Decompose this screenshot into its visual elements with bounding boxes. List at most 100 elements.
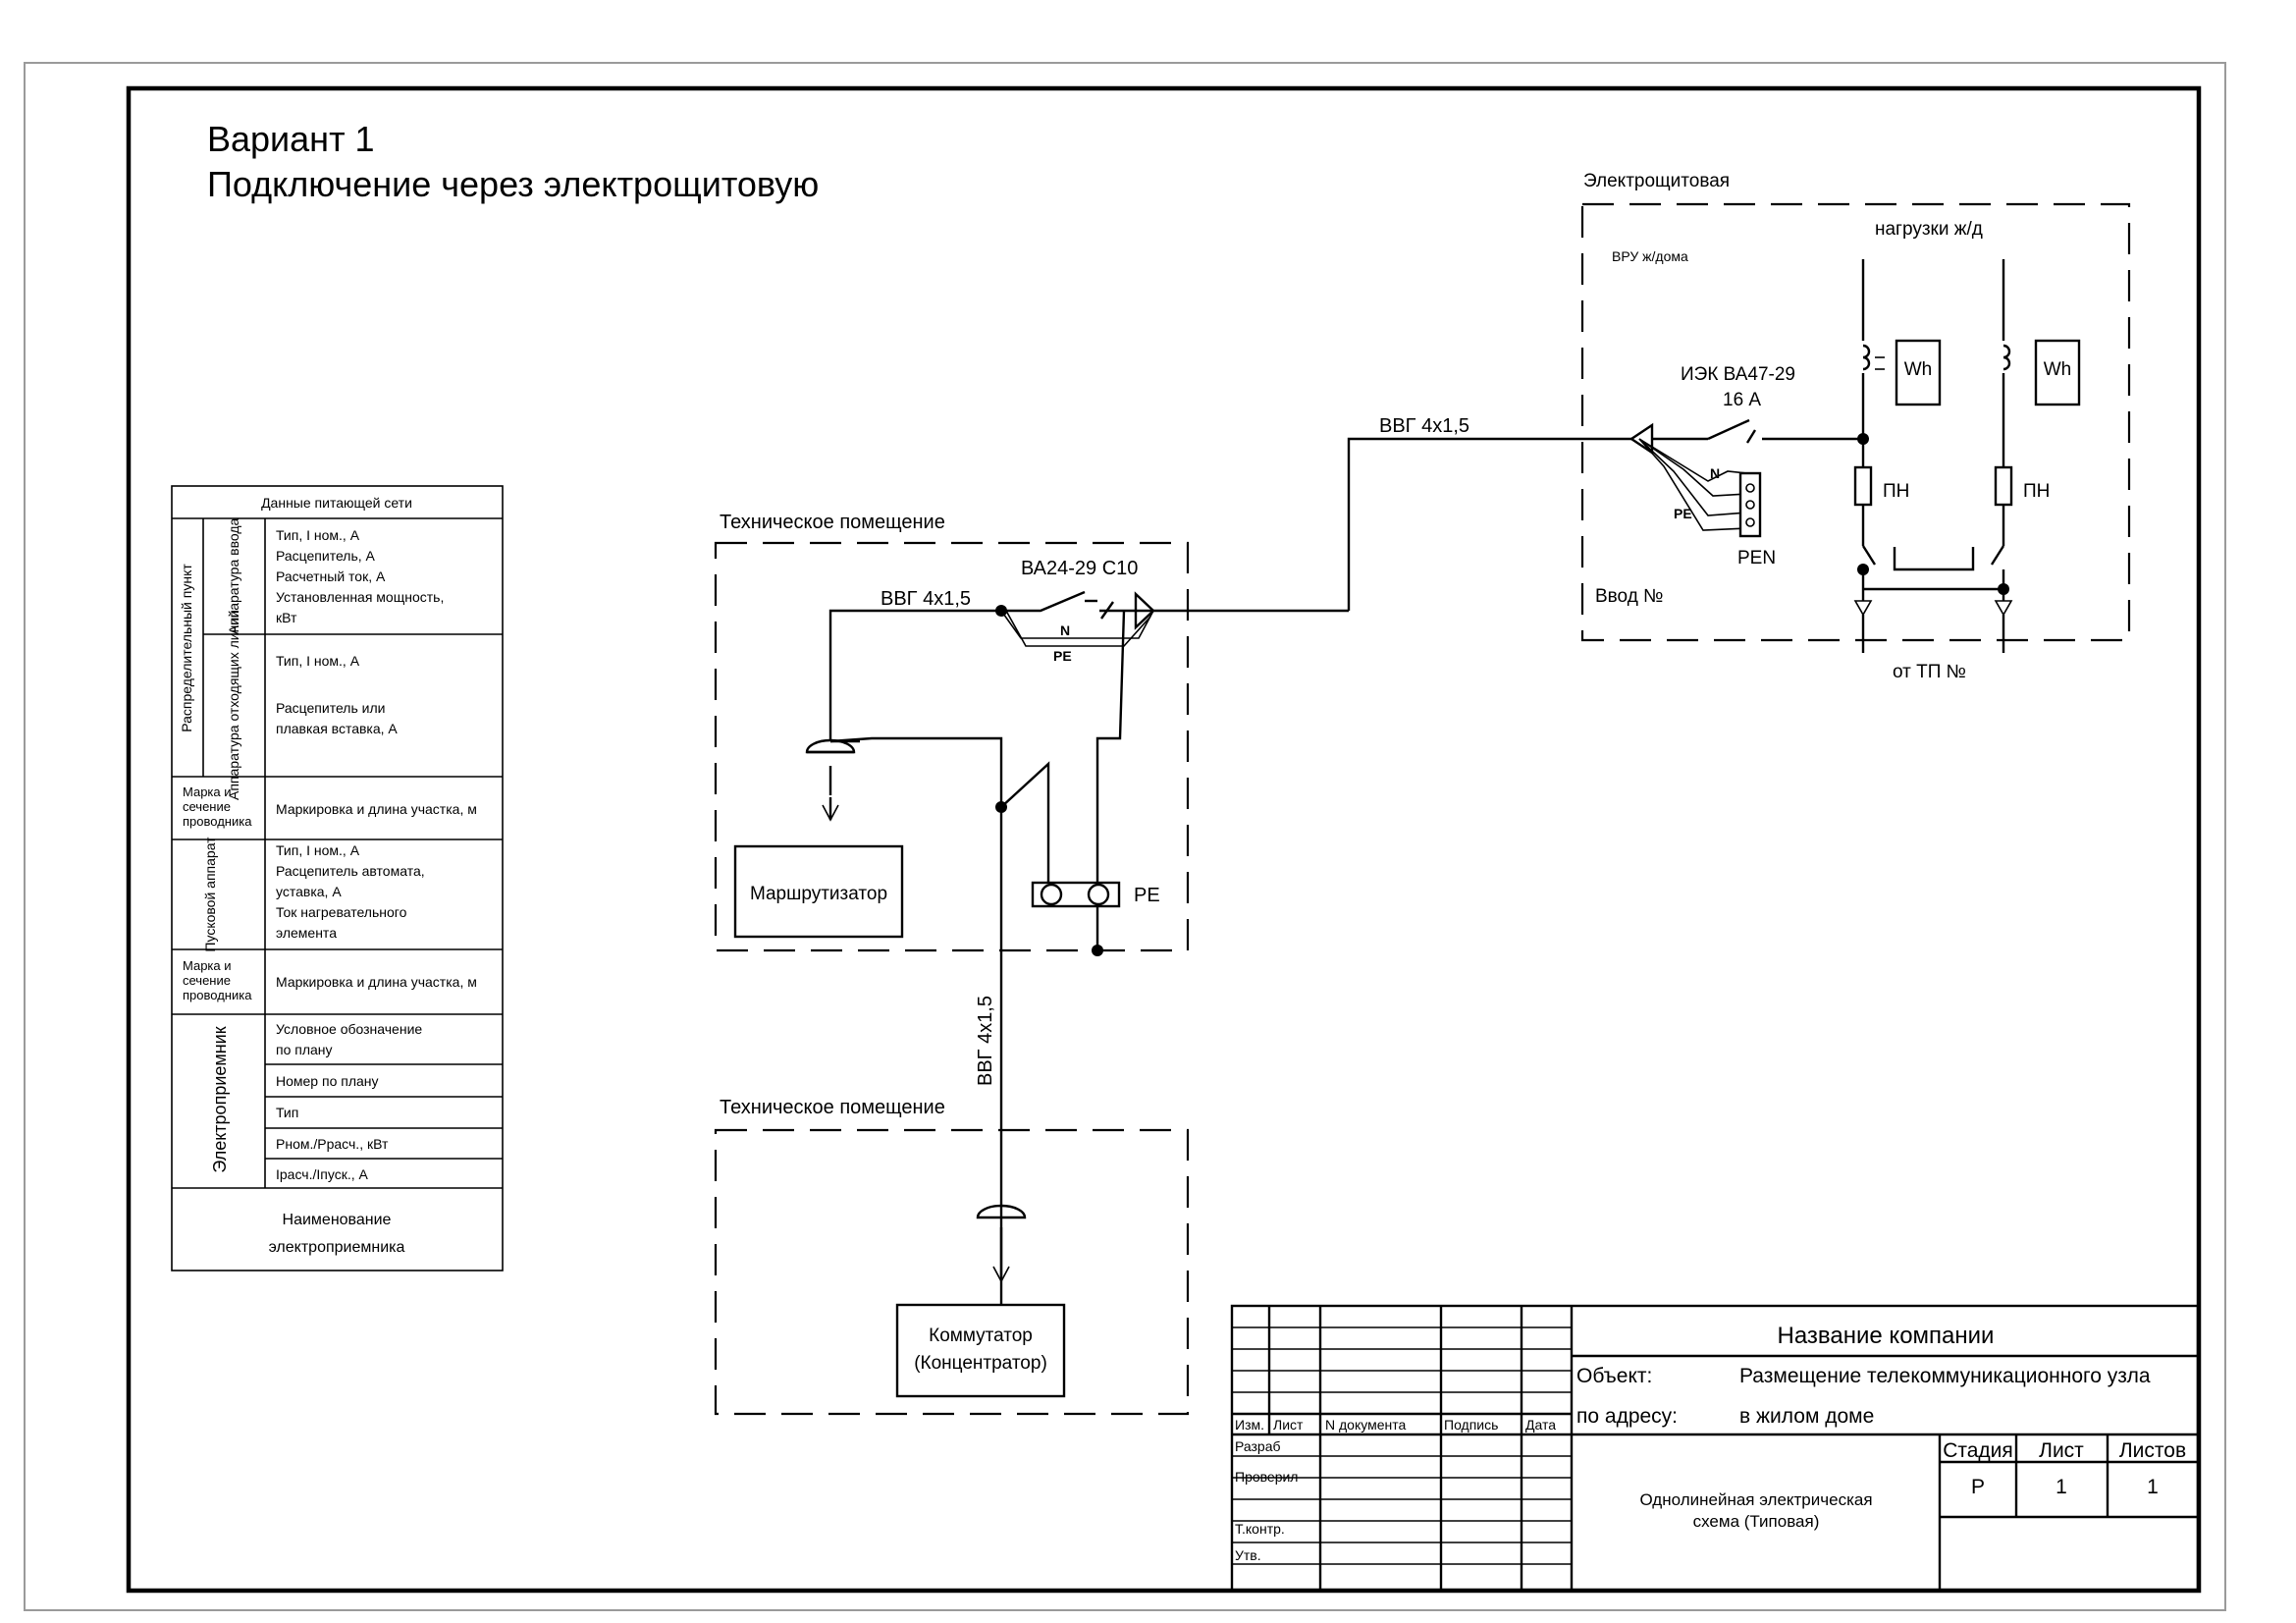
col-list: Лист bbox=[1273, 1417, 1304, 1433]
tech-room-2-label: Техническое помещение bbox=[720, 1097, 945, 1118]
from-tp-label: от ТП № bbox=[1893, 662, 1966, 682]
paper-border bbox=[24, 62, 2226, 1611]
group-outgoing-label: Аппаратура отходящих линий bbox=[226, 610, 241, 800]
svg-text:элемента: элемента bbox=[276, 925, 337, 941]
main-cable-label: ВВГ 4х1,5 bbox=[1379, 415, 1469, 437]
object-label: Объект: bbox=[1576, 1365, 1652, 1387]
loads-label: нагрузки ж/д bbox=[1875, 219, 1983, 240]
receiver-name-footer: Наименование электроприемника bbox=[269, 1212, 405, 1256]
cable-label-1: Марка и сечение проводника bbox=[183, 784, 252, 829]
drawing-title-2: схема (Типовая) bbox=[1693, 1512, 1820, 1531]
object-value: Размещение телекоммуникационного узла bbox=[1739, 1365, 2151, 1387]
pe-label-tech: PE bbox=[1053, 648, 1072, 664]
svg-text:Марка и: Марка и bbox=[183, 784, 232, 799]
group-rp-label: Распределительный пункт bbox=[179, 564, 194, 732]
svg-text:Марка и: Марка и bbox=[183, 958, 232, 973]
col-sign: Подпись bbox=[1444, 1417, 1498, 1433]
table-header: Данные питающей сети bbox=[261, 495, 412, 511]
drawing-frame bbox=[126, 85, 2202, 1594]
switch-label-2: (Концентратор) bbox=[914, 1353, 1047, 1374]
supply-data-table: Данные питающей сети Распределительный п… bbox=[171, 485, 504, 1271]
stage-header: Стадия bbox=[1943, 1439, 2013, 1462]
fuse-2 bbox=[1994, 465, 2013, 507]
svg-text:плавкая вставка, А: плавкая вставка, А bbox=[276, 721, 398, 736]
router-box bbox=[733, 844, 904, 939]
vertical-cable-label: ВВГ 4х1,5 bbox=[975, 996, 996, 1086]
vru-label: ВРУ ж/дома bbox=[1612, 248, 1688, 264]
cable-label-2: Марка и сечение проводника bbox=[183, 958, 252, 1002]
svg-text:проводника: проводника bbox=[183, 988, 252, 1002]
breaker-tech-label: ВА24-29 С10 bbox=[1021, 558, 1138, 579]
address-value: в жилом доме bbox=[1739, 1405, 1874, 1428]
variant-title: Вариант 1 bbox=[207, 119, 375, 159]
col-doc: N документа bbox=[1325, 1417, 1406, 1433]
tech-room-1-label: Техническое помещение bbox=[720, 512, 945, 533]
input-lines: Тип, I ном., А Расцепитель, А Расчетный … bbox=[276, 527, 444, 625]
col-izm: Изм. bbox=[1235, 1417, 1264, 1433]
panel-room: Электрощитовая ВРУ ж/дома нагрузки ж/д И… bbox=[1580, 171, 2131, 682]
fuse-2-label: ПН bbox=[2023, 481, 2050, 502]
row-tkontr: Т.контр. bbox=[1235, 1521, 1285, 1537]
svg-text:проводника: проводника bbox=[183, 814, 252, 829]
svg-text:Рном./Ррасч., кВт: Рном./Ррасч., кВт bbox=[276, 1136, 389, 1152]
router-label: Маршрутизатор bbox=[750, 884, 887, 904]
stage-value: Р bbox=[1971, 1476, 1985, 1498]
drawing-title-1: Однолинейная электрическая bbox=[1639, 1490, 1872, 1509]
receiver-rows: Условное обозначение по плану Номер по п… bbox=[276, 1021, 422, 1182]
breaker-panel-label-1: ИЭК ВА47-29 bbox=[1681, 364, 1795, 385]
outgoing-lines: Тип, I ном., А Расцепитель или плавкая в… bbox=[276, 653, 398, 736]
meter-2 bbox=[2034, 339, 2081, 406]
row-utv: Утв. bbox=[1235, 1547, 1261, 1563]
cable-value-1: Маркировка и длина участка, м bbox=[276, 801, 477, 817]
svg-text:Наименование: Наименование bbox=[283, 1212, 392, 1228]
title-block: Изм. Лист N документа Подпись Дата Разра… bbox=[1230, 1304, 2200, 1593]
svg-text:Номер по плану: Номер по плану bbox=[276, 1073, 379, 1089]
input-no-label: Ввод № bbox=[1595, 586, 1663, 607]
pe-bar-label: PE bbox=[1134, 885, 1160, 906]
svg-text:Тип, I ном., А: Тип, I ном., А bbox=[276, 842, 360, 858]
cable-value-2: Маркировка и длина участка, м bbox=[276, 974, 477, 990]
svg-text:сечение: сечение bbox=[183, 799, 231, 814]
address-label: по адресу: bbox=[1576, 1405, 1678, 1428]
svg-text:Условное обозначение: Условное обозначение bbox=[276, 1021, 422, 1037]
panel-room-label: Электрощитовая bbox=[1583, 171, 1730, 191]
sheet-header: Лист bbox=[2039, 1439, 2084, 1462]
pe-label-panel: PE bbox=[1674, 506, 1692, 521]
tech-room-1: Техническое помещение ВВГ 4х1,5 ВА24-29 … bbox=[714, 512, 1349, 1390]
n-label-tech: N bbox=[1060, 622, 1070, 638]
svg-text:электроприемника: электроприемника bbox=[269, 1239, 405, 1256]
row-razrab: Разраб bbox=[1235, 1438, 1281, 1454]
receiver-label: Электроприемник bbox=[210, 1026, 230, 1172]
n-label-panel: N bbox=[1710, 465, 1720, 481]
main-cable bbox=[1347, 437, 1631, 611]
row-proveril: Проверил bbox=[1235, 1469, 1298, 1485]
svg-text:Ток нагревательного: Ток нагревательного bbox=[276, 904, 407, 920]
meter-2-label: Wh bbox=[2044, 359, 2072, 380]
company-name: Название компании bbox=[1778, 1323, 1995, 1349]
svg-text:Установленная мощность,: Установленная мощность, bbox=[276, 589, 444, 605]
sheet-value: 1 bbox=[2056, 1476, 2067, 1498]
pen-block bbox=[1738, 471, 1762, 538]
svg-text:Расцепитель или: Расцепитель или bbox=[276, 700, 385, 716]
meter-1-label: Wh bbox=[1904, 359, 1933, 380]
svg-text:Тип: Тип bbox=[276, 1105, 298, 1120]
svg-text:кВт: кВт bbox=[276, 610, 297, 625]
group-input-label: Аппаратура ввода bbox=[226, 517, 241, 634]
svg-text:Iрасч./Iпуск., А: Iрасч./Iпуск., А bbox=[276, 1166, 368, 1182]
starter-label: Пусковой аппарат bbox=[202, 837, 218, 952]
svg-text:уставка, А: уставка, А bbox=[276, 884, 342, 899]
tech-room-2: Техническое помещение Коммутатор (Концен… bbox=[714, 1097, 1190, 1416]
svg-text:Расчетный ток, А: Расчетный ток, А bbox=[276, 568, 386, 584]
pen-label: PEN bbox=[1737, 548, 1776, 568]
svg-text:Тип, I ном., А: Тип, I ном., А bbox=[276, 653, 360, 669]
sheets-value: 1 bbox=[2147, 1476, 2159, 1498]
sheets-header: Листов bbox=[2119, 1439, 2186, 1462]
starter-lines: Тип, I ном., А Расцепитель автомата, уст… bbox=[276, 842, 425, 941]
variant-subtitle: Подключение через электрощитовую bbox=[207, 164, 819, 204]
svg-text:Тип, I ном., А: Тип, I ном., А bbox=[276, 527, 360, 543]
breaker-panel-label-2: 16 А bbox=[1723, 390, 1761, 410]
svg-text:по плану: по плану bbox=[276, 1042, 333, 1057]
svg-text:сечение: сечение bbox=[183, 973, 231, 988]
router-cable-label: ВВГ 4х1,5 bbox=[881, 588, 971, 610]
